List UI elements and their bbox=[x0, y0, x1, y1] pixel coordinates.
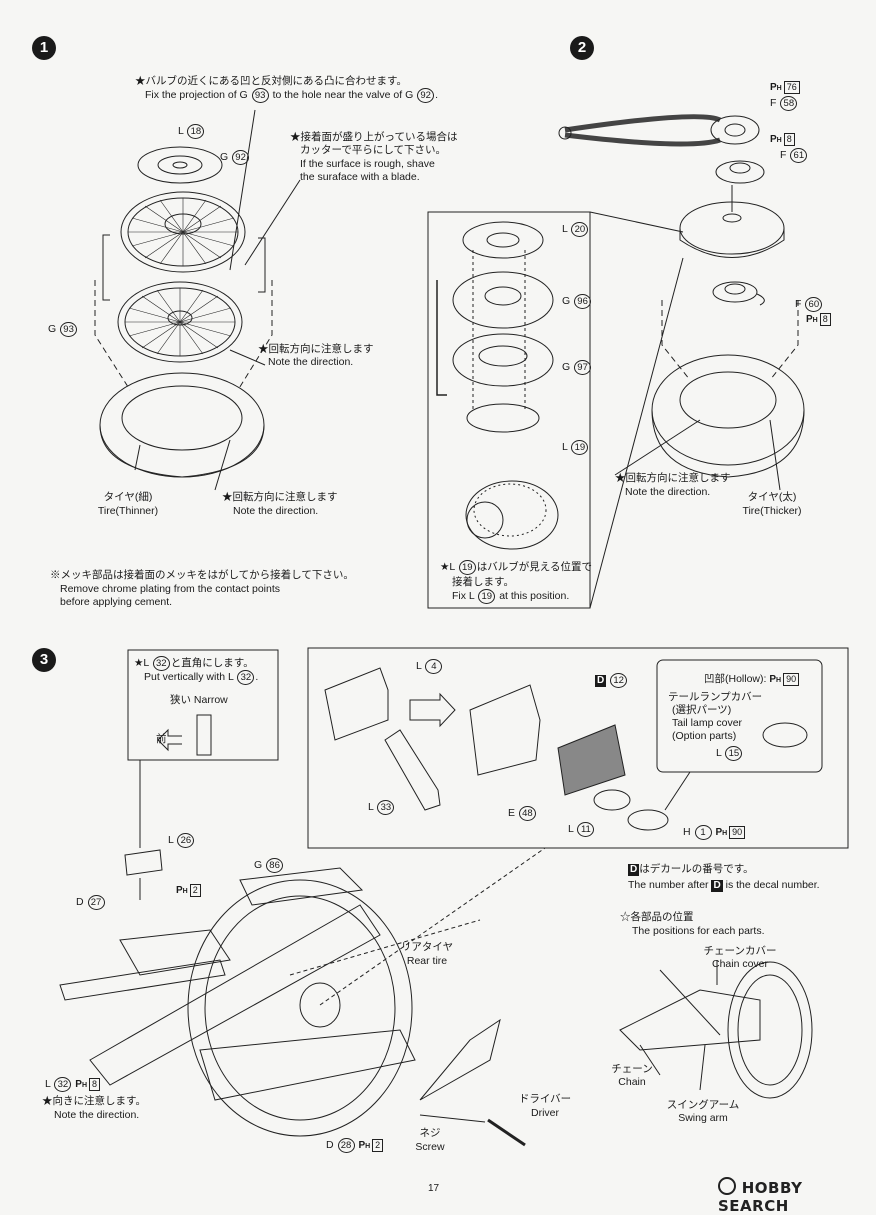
part-label-G96: G 96 bbox=[562, 294, 592, 309]
tire-thick-label-en: Tire(Thicker) bbox=[742, 505, 802, 517]
chain-ja: チェーン bbox=[611, 1063, 653, 1075]
brand-watermark: HOBBY SEARCH bbox=[718, 1177, 803, 1215]
part-label-G97: G 97 bbox=[562, 360, 592, 375]
tail-lamp-en-1: Tail lamp cover bbox=[672, 717, 743, 729]
part-label-F60: F 60 bbox=[795, 297, 823, 312]
part-label-F61: F 61 bbox=[780, 148, 808, 163]
part-label-G92: G 92 bbox=[220, 150, 250, 165]
tail-lamp-ja-1: テールランプカバー bbox=[668, 691, 763, 703]
direction-note4-en: Note the direction. bbox=[54, 1109, 140, 1121]
tire-thin-label-en: Tire(Thinner) bbox=[97, 505, 159, 517]
front-label: 前 bbox=[156, 733, 167, 745]
part-label-G86: G 86 bbox=[254, 858, 284, 873]
page-number: 17 bbox=[428, 1183, 440, 1194]
chain-cover-en: Chain cover bbox=[711, 958, 769, 970]
positions-note-ja: ☆各部品の位置 bbox=[620, 911, 694, 923]
chrome-note-en-2: before applying cement. bbox=[60, 596, 173, 608]
part-label-D12: D 12 bbox=[595, 673, 628, 688]
shave-note-ja-1: ★接着面が盛り上がっている場合は bbox=[290, 131, 458, 143]
brand-logo-icon bbox=[718, 1177, 736, 1195]
direction-note3-ja: ★回転方向に注意します bbox=[615, 472, 731, 484]
part-label-L33: L 33 bbox=[368, 800, 395, 815]
part-label-L11: L 11 bbox=[568, 822, 595, 837]
part-label-L19: L 19 bbox=[562, 440, 589, 455]
chain-en: Chain bbox=[618, 1076, 646, 1088]
tire-thin-label-ja: タイヤ(細) bbox=[103, 491, 153, 503]
rear-tire-en: Rear tire bbox=[406, 955, 448, 967]
screw-en: Screw bbox=[415, 1141, 445, 1153]
driver-en: Driver bbox=[531, 1107, 559, 1119]
part-label-L18: L 18 bbox=[178, 124, 205, 139]
tail-lamp-ja-2: (選択パーツ) bbox=[672, 704, 732, 716]
direction-note3-en: Note the direction. bbox=[625, 486, 711, 498]
swing-arm-ja: スイングアーム bbox=[666, 1099, 740, 1111]
positions-note-en: The positions for each parts. bbox=[632, 925, 765, 937]
part-label-F58: F 58 bbox=[770, 96, 798, 111]
part-label-L15: L 15 bbox=[716, 746, 743, 761]
chrome-note-en-1: Remove chrome plating from the contact p… bbox=[60, 583, 281, 595]
step1-valve-note-ja: ★バルブの近くにある凹と反対側にある凸に合わせます。 bbox=[135, 75, 407, 87]
part-label-E48: E 48 bbox=[508, 806, 537, 821]
direction-note-ja: ★回転方向に注意します bbox=[258, 343, 374, 355]
tail-lamp-en-2: (Option parts) bbox=[672, 730, 737, 742]
valve-position-note-ja-2: 接着します。 bbox=[452, 576, 514, 588]
shave-note-en-2: the suraface with a blade. bbox=[300, 171, 420, 183]
direction-note2-en: Note the direction. bbox=[233, 505, 319, 517]
step-number-1: 1 bbox=[32, 36, 56, 60]
direction-note4-ja: ★向きに注意します。 bbox=[42, 1095, 146, 1107]
decal-note-en: The number after D is the decal number. bbox=[628, 879, 820, 892]
step-number-3: 3 bbox=[32, 648, 56, 672]
step-number-2: 2 bbox=[570, 36, 594, 60]
screw-ja: ネジ bbox=[419, 1127, 441, 1139]
swing-arm-en: Swing arm bbox=[678, 1112, 728, 1124]
part-label-G93: G 93 bbox=[48, 322, 78, 337]
shave-note-ja-2: カッターで平らにして下さい。 bbox=[300, 144, 447, 156]
part-label-D27: D 27 bbox=[76, 895, 106, 910]
chrome-note-ja: ※メッキ部品は接着面のメッキをはがしてから接着して下さい。 bbox=[50, 569, 354, 581]
step1-valve-note-en: Fix the projection of G 93 to the hole n… bbox=[145, 88, 439, 103]
part-label-L20: L 20 bbox=[562, 222, 589, 237]
narrow-label: 狭い Narrow bbox=[170, 694, 228, 706]
direction-note-en: Note the direction. bbox=[268, 356, 354, 368]
part-label-L26: L 26 bbox=[168, 833, 195, 848]
chain-cover-ja: チェーンカバー bbox=[703, 945, 777, 957]
driver-ja: ドライバー bbox=[518, 1093, 572, 1105]
vertical-note-en: Put vertically with L 32. bbox=[144, 670, 259, 685]
part-label-L4: L 4 bbox=[416, 659, 443, 674]
shave-note-en-1: If the surface is rough, shave bbox=[300, 158, 435, 170]
valve-position-note-en: Fix L 19 at this position. bbox=[452, 589, 570, 604]
tire-thick-label-ja: タイヤ(太) bbox=[747, 491, 797, 503]
direction-note2-ja: ★回転方向に注意します bbox=[222, 491, 338, 503]
rear-tire-ja: リアタイヤ bbox=[400, 941, 454, 953]
